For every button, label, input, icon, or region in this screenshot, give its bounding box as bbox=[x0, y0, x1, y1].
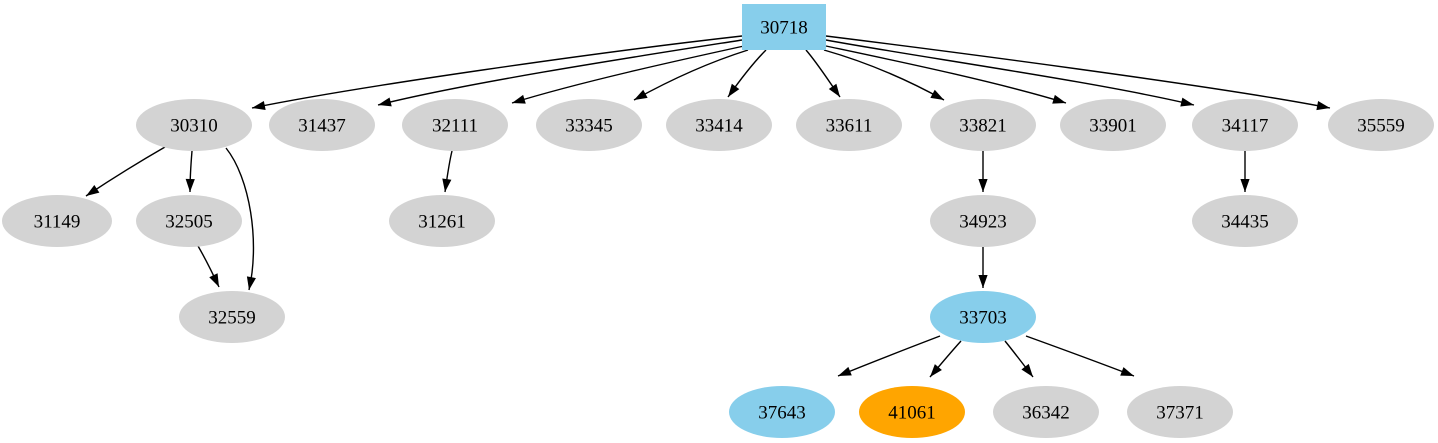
graph-node-37371[interactable]: 37371 bbox=[1127, 386, 1233, 438]
graph-node-31437[interactable]: 31437 bbox=[269, 99, 375, 151]
graph-edge bbox=[978, 247, 988, 288]
graph-edge bbox=[85, 146, 166, 197]
node-shape[interactable] bbox=[1328, 99, 1434, 151]
graph-node-33821[interactable]: 33821 bbox=[930, 99, 1036, 151]
graph-node-33901[interactable]: 33901 bbox=[1060, 99, 1166, 151]
node-shape[interactable] bbox=[1192, 195, 1298, 247]
edge-arrowhead bbox=[1180, 97, 1194, 107]
graph-node-41061[interactable]: 41061 bbox=[859, 386, 965, 438]
edge-layer bbox=[85, 35, 1331, 378]
edge-arrowhead bbox=[634, 89, 648, 100]
node-shape[interactable] bbox=[666, 99, 772, 151]
edge-arrowhead bbox=[930, 364, 942, 377]
edge-arrowhead bbox=[838, 366, 852, 376]
node-shape[interactable] bbox=[1060, 99, 1166, 151]
graph-edge bbox=[185, 150, 195, 193]
edge-arrowhead bbox=[378, 97, 392, 107]
graph-edge bbox=[825, 35, 1331, 111]
graph-node-32559[interactable]: 32559 bbox=[179, 291, 285, 343]
edge-arrowhead bbox=[728, 83, 740, 97]
graph-edge bbox=[1004, 340, 1034, 378]
node-shape[interactable] bbox=[993, 386, 1099, 438]
node-shape[interactable] bbox=[179, 291, 285, 343]
edge-arrowhead bbox=[1120, 367, 1134, 376]
graph-edge bbox=[197, 245, 220, 288]
edge-arrowhead bbox=[209, 273, 219, 287]
edge-arrowhead bbox=[1240, 179, 1250, 192]
node-shape[interactable] bbox=[930, 99, 1036, 151]
edge-arrowhead bbox=[930, 89, 944, 100]
edge-arrowhead bbox=[185, 178, 195, 192]
node-shape[interactable] bbox=[930, 291, 1036, 343]
graph-node-30310[interactable]: 30310 bbox=[136, 99, 252, 151]
graph-node-31261[interactable]: 31261 bbox=[389, 195, 495, 247]
node-shape[interactable] bbox=[1127, 386, 1233, 438]
node-shape[interactable] bbox=[859, 386, 965, 438]
graph-edge bbox=[978, 151, 988, 192]
graph-edge bbox=[837, 335, 941, 377]
node-shape[interactable] bbox=[389, 195, 495, 247]
edge-arrowhead bbox=[252, 100, 266, 110]
graph-node-34117[interactable]: 34117 bbox=[1192, 99, 1298, 151]
graph-edge bbox=[929, 340, 962, 378]
graph-node-31149[interactable]: 31149 bbox=[2, 195, 112, 247]
graph-node-34923[interactable]: 34923 bbox=[930, 195, 1036, 247]
edge-arrowhead bbox=[978, 275, 988, 288]
node-shape[interactable] bbox=[1192, 99, 1298, 151]
edge-arrowhead bbox=[1316, 101, 1330, 111]
graph-edge bbox=[511, 45, 745, 104]
graph-edge bbox=[251, 35, 743, 110]
node-layer: 30718 30310 31437 32111 33345 33414 33611 33821… bbox=[2, 4, 1434, 438]
node-shape[interactable] bbox=[2, 195, 112, 247]
node-shape[interactable] bbox=[269, 99, 375, 151]
graph-node-33611[interactable]: 33611 bbox=[796, 99, 902, 151]
edge-arrowhead bbox=[1021, 363, 1033, 377]
graph-edge bbox=[1025, 335, 1135, 377]
node-shape[interactable] bbox=[729, 386, 835, 438]
graph-node-33414[interactable]: 33414 bbox=[666, 99, 772, 151]
graph-node-34435[interactable]: 34435 bbox=[1192, 195, 1298, 247]
graph-edge bbox=[633, 49, 749, 101]
graph-edge bbox=[825, 39, 1195, 107]
node-shape[interactable] bbox=[136, 99, 252, 151]
node-shape[interactable] bbox=[796, 99, 902, 151]
edge-arrowhead bbox=[86, 185, 100, 196]
graph-edge bbox=[825, 45, 1067, 104]
node-shape[interactable] bbox=[536, 99, 642, 151]
graph-node-32111[interactable]: 32111 bbox=[402, 99, 508, 151]
edge-arrowhead bbox=[442, 178, 452, 192]
node-shape[interactable] bbox=[402, 99, 508, 151]
graph-node-36342[interactable]: 36342 bbox=[993, 386, 1099, 438]
graph-edge bbox=[377, 39, 743, 107]
graph-edge bbox=[805, 49, 841, 98]
graph-node-32505[interactable]: 32505 bbox=[136, 195, 242, 247]
edge-arrowhead bbox=[512, 94, 526, 104]
graph-edge bbox=[823, 49, 945, 101]
edge-arrowhead bbox=[978, 179, 988, 192]
node-shape[interactable] bbox=[742, 4, 826, 50]
graph-edge bbox=[727, 49, 767, 98]
graph-node-33703[interactable]: 33703 bbox=[930, 291, 1036, 343]
graph-edge bbox=[225, 147, 256, 291]
edge-arrowhead bbox=[1052, 94, 1066, 104]
graph-node-30718[interactable]: 30718 bbox=[742, 4, 826, 50]
edge-arrowhead bbox=[828, 83, 840, 97]
node-shape[interactable] bbox=[930, 195, 1036, 247]
edge-arrowhead bbox=[246, 276, 256, 290]
node-shape[interactable] bbox=[136, 195, 242, 247]
graph-edge bbox=[442, 150, 453, 193]
graph-node-37643[interactable]: 37643 bbox=[729, 386, 835, 438]
graph-node-35559[interactable]: 35559 bbox=[1328, 99, 1434, 151]
graph-node-33345[interactable]: 33345 bbox=[536, 99, 642, 151]
graph-edge bbox=[1240, 151, 1250, 192]
